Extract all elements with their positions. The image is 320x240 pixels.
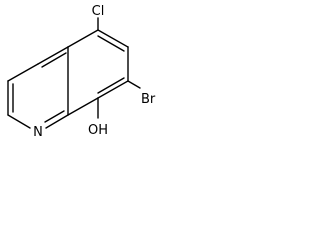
bond-c8-c8a	[67, 97, 99, 116]
bond-c4a-c5	[67, 29, 99, 48]
pyridine-ring	[7, 46, 69, 129]
quinoline-structure-diagram: Cl Br N OH	[7, 4, 156, 140]
bromine-label: Br	[141, 92, 156, 107]
benzene-ring	[67, 29, 129, 116]
chlorine-label: Cl	[92, 4, 105, 19]
bond-c7-br	[127, 80, 141, 89]
hydroxyl-label: OH	[88, 123, 108, 138]
bond-c7-c8-inner	[97, 77, 125, 94]
bond-c1-n	[7, 114, 31, 129]
bond-n-c8a-inner	[44, 110, 65, 123]
bond-c5-c6-inner	[97, 35, 125, 52]
bond-c4-c3	[37, 46, 69, 65]
bond-c7-c8	[97, 80, 129, 99]
nitrogen-label: N	[33, 125, 43, 140]
bond-c5-c6	[97, 29, 129, 48]
bond-n-c8a	[45, 114, 69, 129]
bond-c3-c2	[7, 63, 39, 82]
bond-c4-c3-inner	[41, 52, 67, 68]
